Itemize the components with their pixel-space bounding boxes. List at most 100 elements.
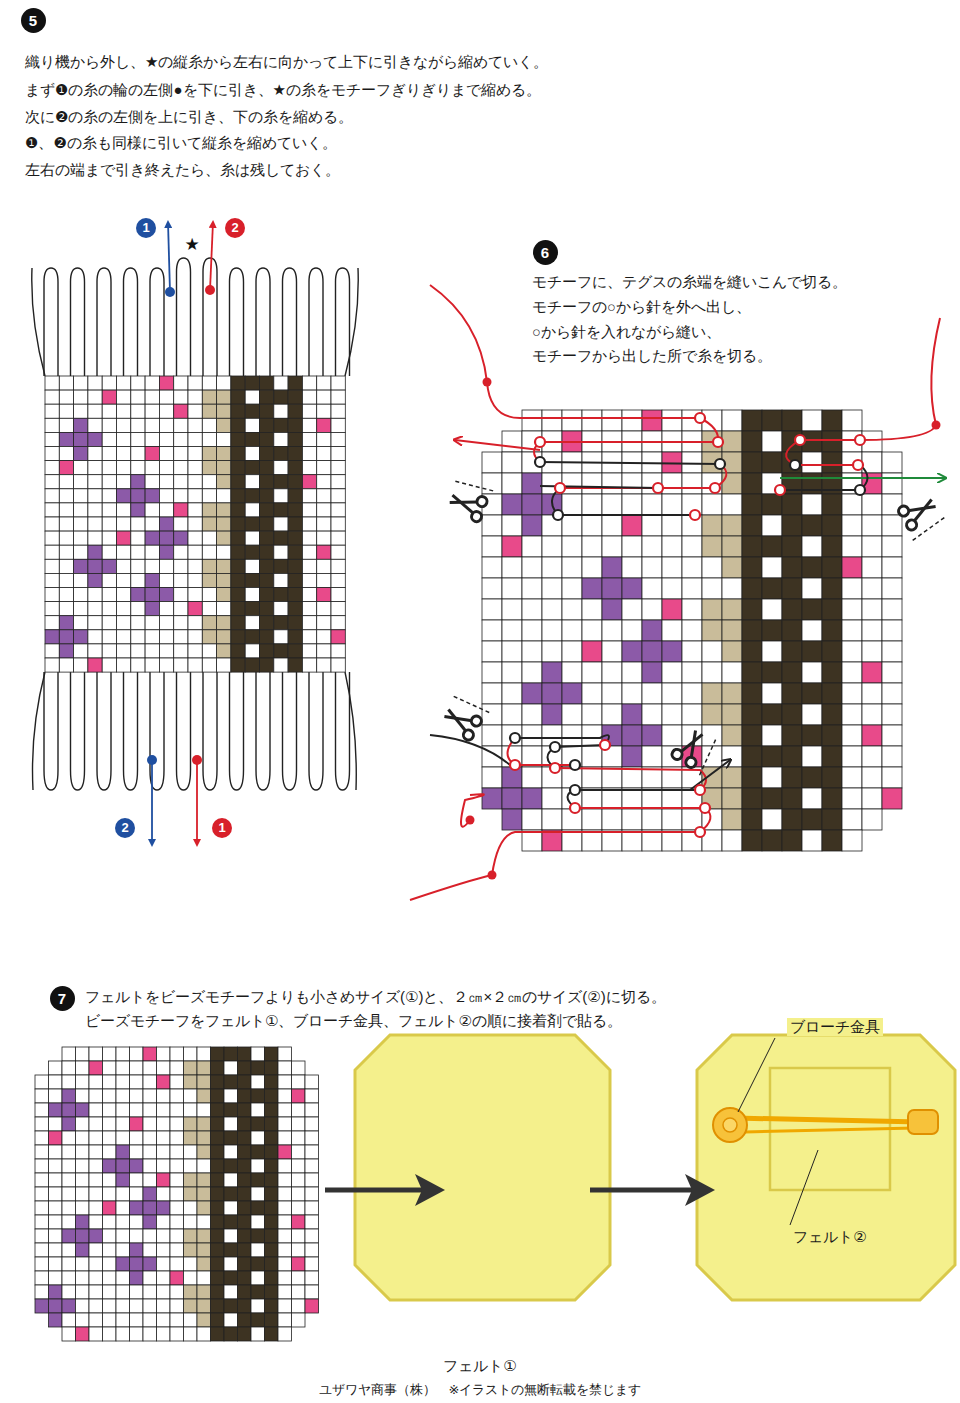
bead [582,641,602,662]
warp-loop [177,672,191,790]
bead [89,1131,103,1145]
bead [502,809,522,830]
bead [722,599,742,620]
bead [143,1075,157,1089]
bead [842,620,862,641]
bead [117,432,131,446]
bead [217,658,231,672]
bead [642,599,662,620]
bead [822,620,842,641]
bead [59,559,73,573]
instruction: 次に❷の糸の左側を上に引き、下の糸を縮める。 [25,108,353,126]
shape [462,728,476,742]
bead [274,573,288,587]
bead [582,683,602,704]
bead [89,1215,103,1229]
thread [568,790,701,808]
bead [231,517,245,531]
bead [331,545,345,559]
bead [562,578,582,599]
bead [45,588,59,602]
thread [410,832,700,900]
bead [170,1313,184,1327]
bead [882,515,902,536]
bead [302,390,316,404]
instruction: ❶、❷の糸も同様に引いて縦糸を縮めていく。 [25,134,337,152]
bead [49,1103,63,1117]
bead [231,588,245,602]
bead [582,725,602,746]
bead [305,1257,319,1271]
bead [188,390,202,404]
bead [502,473,522,494]
bead [245,616,259,630]
bead [131,573,145,587]
part-name: フェルト① [443,1357,516,1375]
bead [188,588,202,602]
warp-loop [124,672,138,790]
bead [278,1201,292,1215]
warp-loop [256,268,270,376]
bead [143,1145,157,1159]
bead [302,447,316,461]
bead [49,1215,63,1229]
bead [882,767,902,788]
bead [102,418,116,432]
bead [174,390,188,404]
bead [88,630,102,644]
bead [88,418,102,432]
bead [188,432,202,446]
bead [251,1047,265,1061]
bead [211,1229,225,1243]
bead [197,1327,211,1341]
bead [802,599,822,620]
bead [317,376,331,390]
bead [662,410,682,431]
bead [170,1145,184,1159]
bead [88,545,102,559]
bead [74,616,88,630]
bead [482,683,502,704]
bead [602,557,622,578]
bead [130,1061,144,1075]
bead [143,1201,157,1215]
bead [278,1089,292,1103]
bead [197,1271,211,1285]
bead [682,473,702,494]
bead [274,461,288,475]
bead [288,390,302,404]
bead-hole [710,483,720,493]
bead [292,1271,306,1285]
bead [305,1173,319,1187]
bead [59,644,73,658]
bead [131,517,145,531]
bead [102,432,116,446]
bead [582,809,602,830]
bead [89,1145,103,1159]
bead [202,531,216,545]
shape [454,693,491,716]
bead [502,704,522,725]
bead [278,1299,292,1313]
bead [482,641,502,662]
bead [231,602,245,616]
bead [260,545,274,559]
bead [157,1313,171,1327]
bead [76,1173,90,1187]
bead [245,658,259,672]
bead [238,1047,252,1061]
bead [265,1313,279,1327]
bead [188,475,202,489]
bead [245,545,259,559]
bead [642,809,662,830]
bead [522,830,542,851]
bead [722,494,742,515]
bead [89,1327,103,1341]
bead [88,658,102,672]
bead [103,1215,117,1229]
bead [103,1271,117,1285]
bead [159,517,173,531]
bead [305,1201,319,1215]
shape [470,714,484,728]
bead [292,1173,306,1187]
